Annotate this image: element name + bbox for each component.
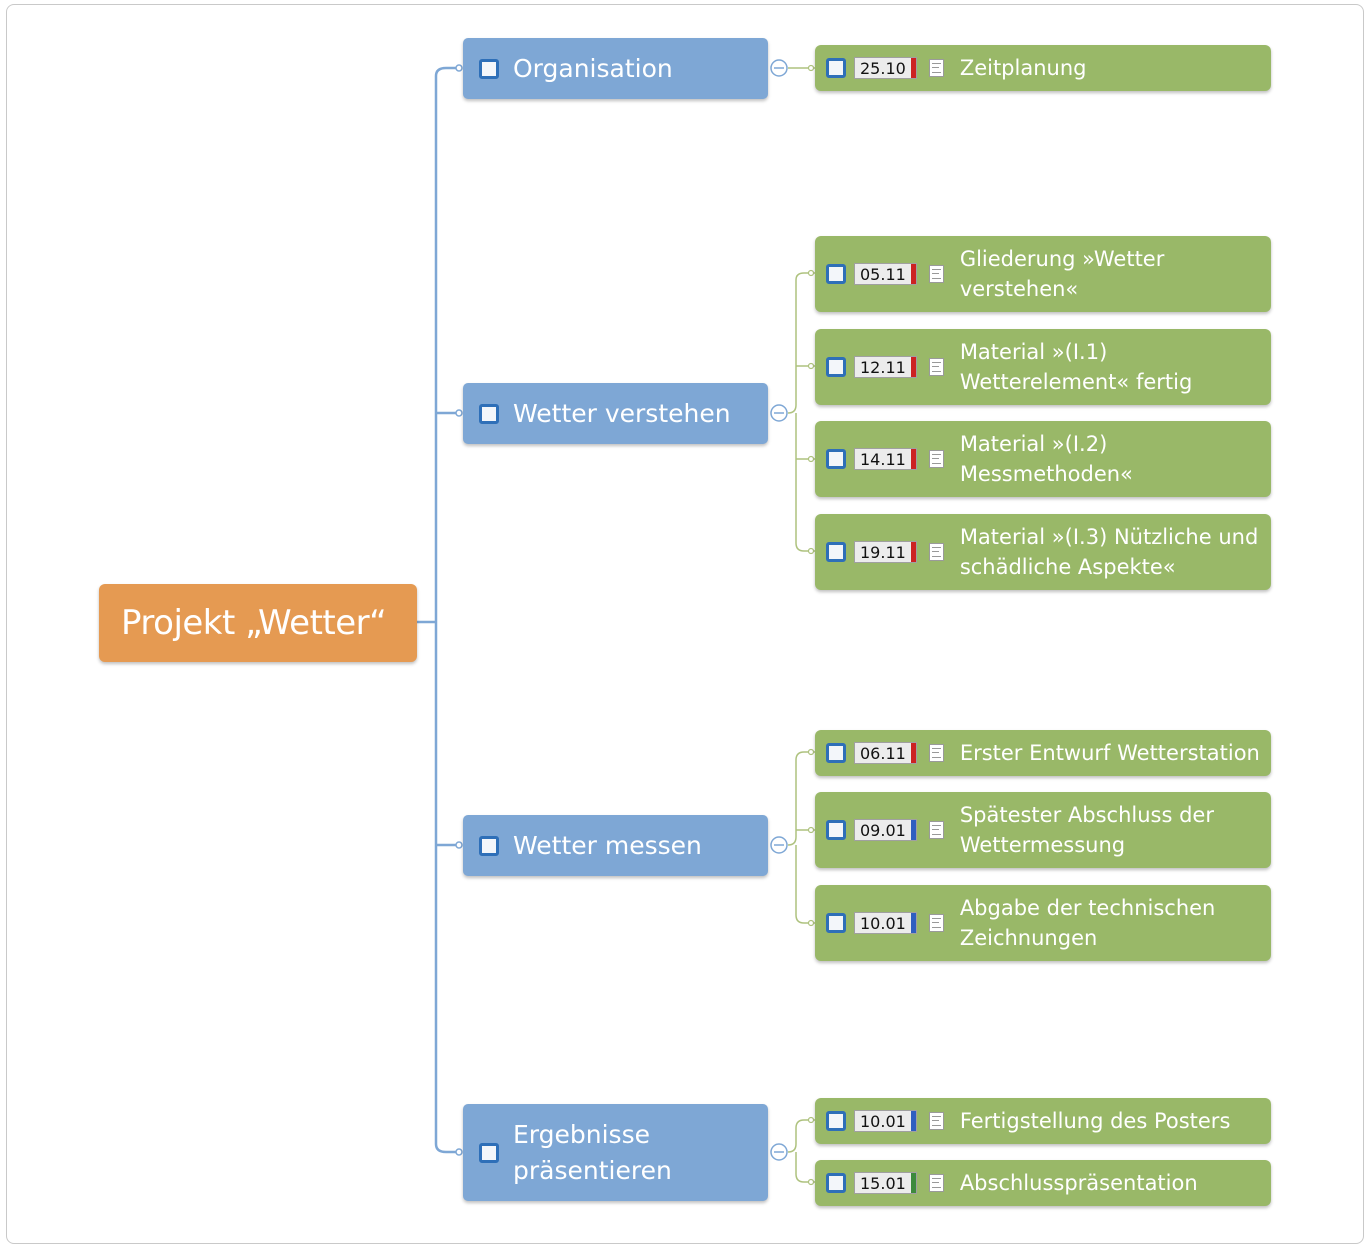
note-icon[interactable]: [928, 59, 944, 77]
note-icon[interactable]: [928, 265, 944, 283]
due-date-badge: 09.01: [854, 819, 917, 841]
checkbox-icon[interactable]: [826, 743, 846, 763]
due-date-badge: 15.01: [854, 1172, 917, 1194]
task-label: Spätester Abschluss der Wettermessung: [959, 803, 1214, 857]
task-label: Material »(I.3) Nützliche und schädliche…: [959, 525, 1259, 579]
note-icon[interactable]: [928, 543, 944, 561]
checkbox-icon[interactable]: [479, 58, 499, 79]
checkbox-icon[interactable]: [826, 449, 846, 469]
checkbox-icon[interactable]: [479, 403, 499, 424]
task-label: Fertigstellung des Posters: [959, 1109, 1231, 1133]
due-date-badge: 25.10: [854, 57, 917, 79]
priority-flag-icon: [910, 58, 916, 78]
checkbox-icon[interactable]: [479, 835, 499, 856]
category-node-wetter-messen[interactable]: Wetter messen: [463, 815, 768, 876]
checkbox-icon[interactable]: [826, 542, 846, 562]
category-node-organisation[interactable]: Organisation: [463, 38, 768, 99]
priority-flag-icon: [910, 264, 916, 284]
due-date-badge: 14.11: [854, 448, 917, 470]
task-label: Erster Entwurf Wetterstation: [959, 741, 1260, 765]
checkbox-icon[interactable]: [826, 1173, 846, 1193]
category-node-ergebnisse[interactable]: Ergebnisse präsentieren: [463, 1104, 768, 1201]
note-icon[interactable]: [928, 1174, 944, 1192]
note-icon[interactable]: [928, 1112, 944, 1130]
priority-flag-icon: [910, 820, 916, 840]
task-label: Gliederung »Wetter verstehen«: [959, 247, 1165, 301]
task-label: Material »(I.2) Messmethoden«: [959, 432, 1133, 486]
due-date-badge: 12.11: [854, 356, 917, 378]
task-node[interactable]: 10.01 Abgabe der technischen Zeichnungen: [815, 885, 1271, 961]
category-node-wetter-verstehen[interactable]: Wetter verstehen: [463, 383, 768, 444]
priority-flag-icon: [910, 1111, 916, 1131]
priority-flag-icon: [910, 1173, 916, 1193]
root-node[interactable]: Projekt „Wetter“: [99, 584, 417, 662]
note-icon[interactable]: [928, 358, 944, 376]
task-node[interactable]: 10.01 Fertigstellung des Posters: [815, 1098, 1271, 1144]
task-node[interactable]: 05.11 Gliederung »Wetter verstehen«: [815, 236, 1271, 312]
task-node[interactable]: 15.01 Abschlusspräsentation: [815, 1160, 1271, 1206]
task-label: Abgabe der technischen Zeichnungen: [959, 896, 1216, 950]
note-icon[interactable]: [928, 744, 944, 762]
checkbox-icon[interactable]: [479, 1142, 499, 1163]
checkbox-icon[interactable]: [826, 820, 846, 840]
due-date-badge: 10.01: [854, 912, 917, 934]
priority-flag-icon: [910, 449, 916, 469]
due-date-badge: 06.11: [854, 742, 917, 764]
root-label: Projekt „Wetter“: [121, 603, 387, 643]
priority-flag-icon: [910, 913, 916, 933]
task-node[interactable]: 19.11 Material »(I.3) Nützliche und schä…: [815, 514, 1271, 590]
task-node[interactable]: 25.10 Zeitplanung: [815, 45, 1271, 91]
checkbox-icon[interactable]: [826, 913, 846, 933]
due-date-badge: 05.11: [854, 263, 917, 285]
task-node[interactable]: 12.11 Material »(I.1) Wetterelement« fer…: [815, 329, 1271, 405]
task-node[interactable]: 06.11 Erster Entwurf Wetterstation: [815, 730, 1271, 776]
task-node[interactable]: 14.11 Material »(I.2) Messmethoden«: [815, 421, 1271, 497]
priority-flag-icon: [910, 743, 916, 763]
task-label: Material »(I.1) Wetterelement« fertig: [959, 340, 1193, 394]
checkbox-icon[interactable]: [826, 1111, 846, 1131]
task-node[interactable]: 09.01 Spätester Abschluss der Wettermess…: [815, 792, 1271, 868]
checkbox-icon[interactable]: [826, 264, 846, 284]
category-label: Organisation: [513, 53, 673, 83]
category-label: Wetter messen: [513, 830, 702, 860]
checkbox-icon[interactable]: [826, 357, 846, 377]
due-date-badge: 10.01: [854, 1110, 917, 1132]
task-label: Zeitplanung: [959, 56, 1087, 80]
note-icon[interactable]: [928, 450, 944, 468]
task-label: Abschlusspräsentation: [959, 1171, 1198, 1195]
due-date-badge: 19.11: [854, 541, 917, 563]
note-icon[interactable]: [928, 821, 944, 839]
checkbox-icon[interactable]: [826, 58, 846, 78]
category-label: Ergebnisse präsentieren: [513, 1119, 672, 1185]
category-label: Wetter verstehen: [513, 398, 731, 428]
priority-flag-icon: [910, 357, 916, 377]
note-icon[interactable]: [928, 914, 944, 932]
collapse-toggle-icon: [770, 59, 788, 1161]
priority-flag-icon: [910, 542, 916, 562]
